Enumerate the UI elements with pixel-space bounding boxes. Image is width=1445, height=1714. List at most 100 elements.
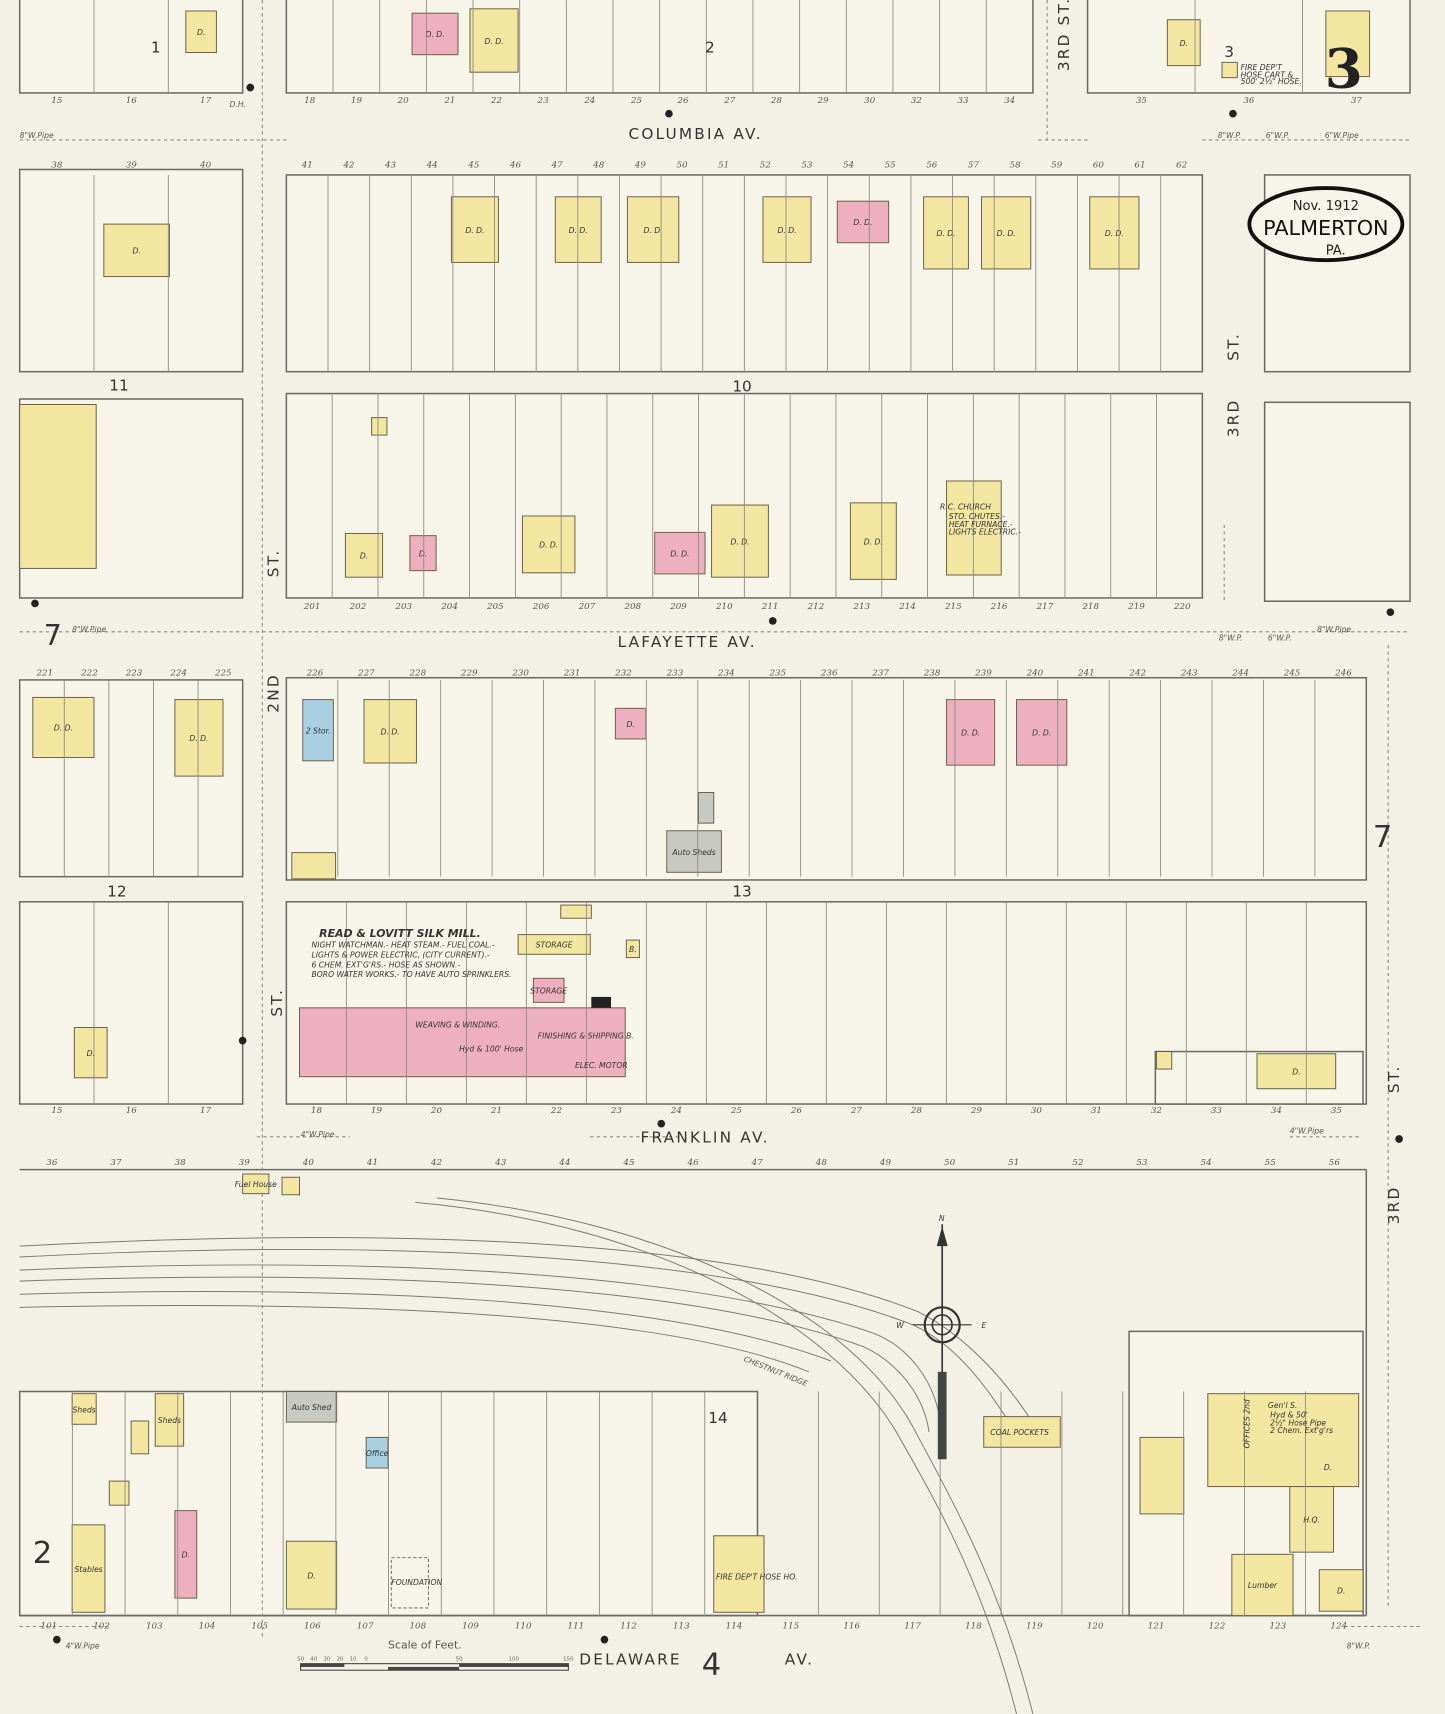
lot-number: 229	[460, 669, 478, 679]
block-number: 3	[1224, 43, 1234, 61]
compass-north: N	[939, 1214, 945, 1223]
street-3rd: 3RD	[1224, 399, 1242, 438]
block-13-north	[285, 676, 1368, 881]
lot-number: 218	[1081, 602, 1099, 612]
foundation-outline	[390, 1557, 430, 1609]
block-number: 12	[107, 882, 126, 900]
lot-number: 30	[1031, 1106, 1043, 1116]
building	[130, 1420, 150, 1455]
building-footprint	[285, 1540, 338, 1610]
lot-number: 18	[311, 1106, 323, 1116]
street-franklin-av: FRANKLIN AV.	[641, 1128, 770, 1146]
building: H.Q.	[1289, 1486, 1335, 1553]
lot-number: 209	[669, 602, 687, 612]
sheet-ref-right: 7	[1373, 820, 1392, 855]
lot-number: 53	[1136, 1158, 1148, 1168]
scale-tick-label: 50	[456, 1656, 463, 1662]
building-label: D.	[1292, 1068, 1300, 1077]
block-number: 1	[151, 39, 161, 57]
building-footprint	[983, 1416, 1061, 1448]
building-label: D.	[87, 1049, 95, 1058]
building: D.	[409, 535, 437, 572]
lot-number: 42	[430, 1158, 443, 1168]
hydrant-icon	[1229, 109, 1237, 118]
building: D.	[174, 1510, 198, 1599]
building: D. D.	[1016, 699, 1068, 766]
lot-number: 49	[879, 1158, 892, 1168]
building: D.	[1207, 1393, 1360, 1488]
building: D. D.	[626, 196, 680, 263]
lot-number: 53	[801, 160, 813, 170]
lot-number: 205	[486, 602, 504, 612]
mill-weaving-label: WEAVING & WINDING.	[415, 1021, 500, 1030]
lot-number: 39	[239, 1158, 251, 1168]
building	[371, 417, 388, 436]
lot-number: 33	[1211, 1106, 1223, 1116]
building-footprint	[71, 1524, 106, 1613]
general-store-name: Gen'l S.	[1268, 1401, 1297, 1410]
lot-number: 28	[770, 96, 783, 106]
building-footprint	[1221, 61, 1238, 79]
building-label: D. D.	[381, 728, 400, 737]
building-footprint	[711, 504, 769, 578]
scale-tick-label: 20	[336, 1656, 343, 1662]
lot-number: 202	[349, 602, 367, 612]
building-footprint	[281, 1176, 300, 1196]
building	[983, 1416, 1061, 1448]
compass-east: E	[982, 1321, 987, 1330]
building-footprint	[469, 8, 519, 73]
hydrant-icon	[246, 83, 255, 92]
lot-number: 242	[1128, 669, 1146, 679]
lot-number: 60	[1093, 160, 1105, 170]
building-label: D. D.	[54, 724, 73, 733]
fire-dept-name: FIRE DEP'T	[1241, 63, 1284, 72]
church-note: LIGHTS ELECTRIC.-	[949, 528, 1021, 537]
lot-number: 33	[957, 96, 969, 106]
building-footprint	[154, 1393, 185, 1447]
lot-number: 17	[200, 1106, 212, 1116]
building-footprint	[365, 1436, 389, 1469]
pipe-label: 8"W.P.	[1347, 1641, 1371, 1650]
building-footprint	[19, 403, 97, 569]
building: D.	[285, 1540, 338, 1610]
building	[697, 792, 715, 824]
lot-number: 120	[1087, 1622, 1104, 1632]
lot-number: 37	[1351, 96, 1363, 106]
building: Auto Sheds	[666, 830, 722, 873]
lot-number: 208	[623, 602, 641, 612]
lot-number: 22	[550, 1106, 563, 1116]
lot-number: 232	[614, 669, 632, 679]
scale-tick-label: 0	[364, 1656, 368, 1662]
lot-number: 44	[558, 1158, 570, 1168]
lot-number: 108	[409, 1622, 426, 1632]
building-label: D. D.	[730, 537, 749, 546]
building-footprint	[923, 196, 969, 270]
building	[291, 852, 337, 880]
scale-tick-label: 150	[563, 1656, 574, 1662]
building: STORAGE	[517, 934, 591, 955]
lot-number: 49	[634, 160, 647, 170]
building: D. D.	[849, 502, 897, 580]
building-label: D. D.	[936, 229, 955, 238]
building-label: D. D.	[670, 549, 689, 558]
hydrant-label: D.H.	[230, 100, 247, 109]
lot-number: 119	[1026, 1622, 1043, 1632]
lot-number: 62	[1176, 160, 1188, 170]
lot-number: 211	[761, 602, 779, 612]
lot-number: 115	[782, 1622, 799, 1632]
building	[108, 1480, 130, 1506]
building-footprint	[73, 1027, 108, 1079]
building-footprint	[71, 1393, 97, 1425]
lot-number: 57	[968, 160, 980, 170]
lot-number: 54	[1201, 1158, 1212, 1168]
lot-number: 27	[850, 1106, 863, 1116]
fire-dept-note: HOSE CART &	[1241, 71, 1294, 80]
building: D.	[1256, 1053, 1337, 1090]
buildings: D. D. D. D. D. D. D. D. D. D. D. D. D. D. D. D. D…	[19, 8, 1371, 1617]
lot-number: 21	[443, 96, 455, 106]
building: 2 Stor.	[302, 699, 334, 762]
lot-number: 35	[1331, 1106, 1343, 1116]
lot-number: 44	[426, 160, 438, 170]
building-label: 2 Stor.	[306, 726, 331, 735]
lot-number: 103	[146, 1622, 163, 1632]
